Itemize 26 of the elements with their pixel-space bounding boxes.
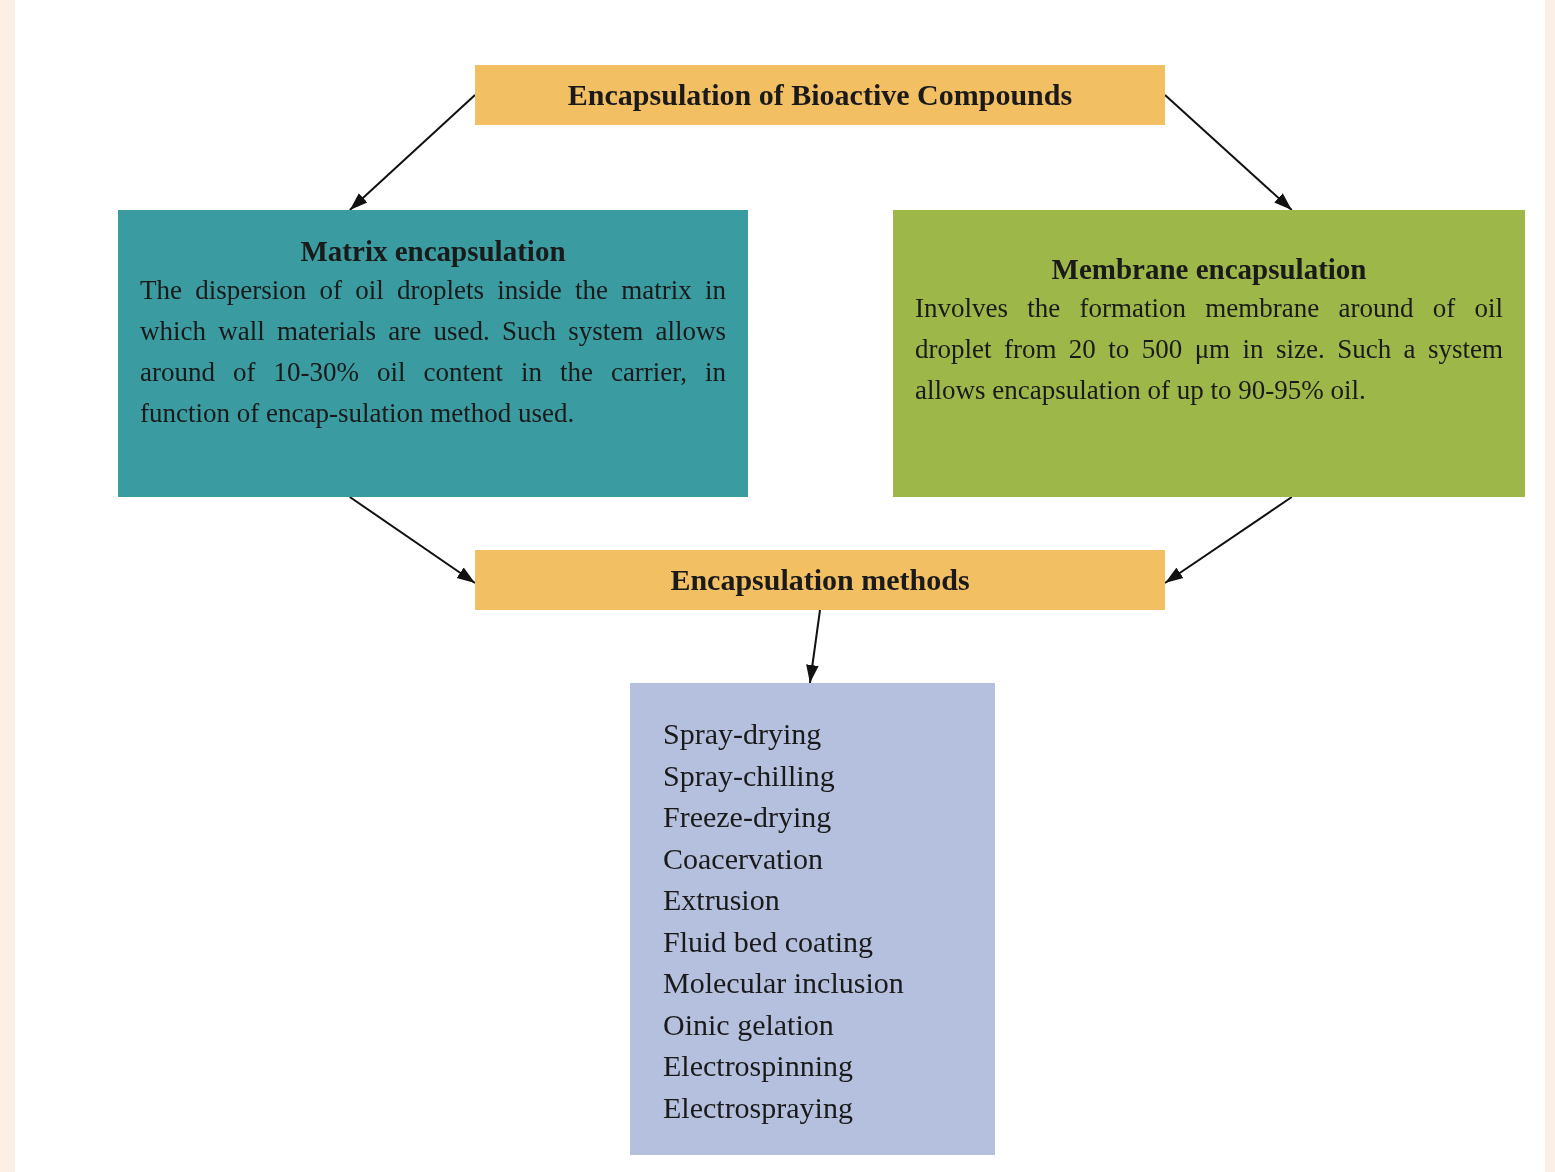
box-heading: Matrix encapsulation [299,234,567,269]
process-box [475,65,1165,125]
list-item: Oinic gelation [663,1006,834,1043]
box-description: Involves the formation membrane around of oil droplet from 20 to 500 μm in size. Such a system allows encapsulation of up to 90-95% oil. [915,292,1503,407]
arrow [348,94,476,211]
box-description: The dispersion of oil droplets inside the matrix in which wall materials are used. Such system allows around of 10-30% oil content in the carrier, in function of encap-sulation method used. [140,274,726,430]
arrow [806,609,821,684]
box-heading: Membrane encapsulation [1050,252,1368,287]
box-title: Encapsulation of Bioactive Compounds [567,78,1073,112]
list-item: Electrospinning [663,1048,853,1084]
list-item: Spray-drying [663,716,822,752]
list-item: Extrusion [663,882,780,918]
list-item: Fluid bed coating [663,923,873,960]
process-box [475,550,1165,610]
arrow [1164,94,1293,211]
process-box [630,683,995,1155]
arrow [348,496,476,584]
list-item: Molecular inclusion [663,965,904,1001]
process-box [893,210,1525,497]
list-item: Electrospraying [663,1089,853,1126]
process-box [118,210,748,497]
list-item: Freeze-drying [663,799,832,835]
arrow [1164,496,1293,584]
list-item: Spray-chilling [663,757,835,794]
box-title: Encapsulation methods [670,563,970,597]
list-item: Coacervation [663,840,823,877]
